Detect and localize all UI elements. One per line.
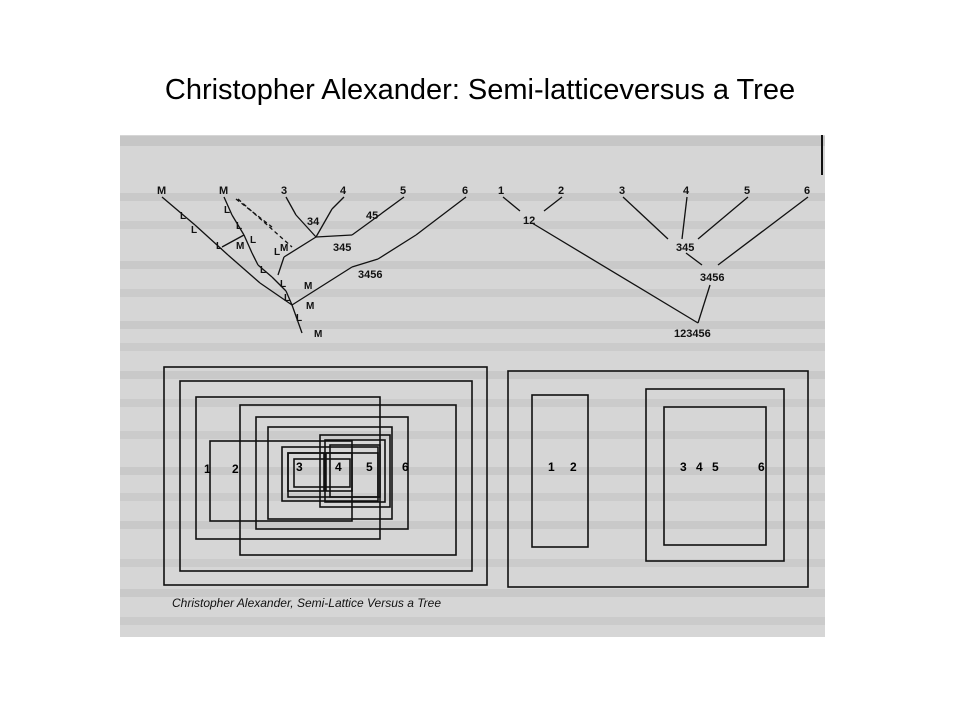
tree-top-label: 4 [683, 185, 690, 197]
slide-title: Christopher Alexander: Semi-latticeversu… [164, 74, 796, 106]
tree-box-number: 3 [680, 460, 687, 474]
chain-letter: L [180, 211, 186, 222]
tree-box-numbers: 1 2 3 4 5 6 [548, 460, 765, 474]
chain-letter: L [191, 225, 197, 236]
tree-top-label: 1 [498, 185, 504, 197]
tree-node-label: 345 [676, 242, 694, 254]
tree-node-label: 123456 [674, 328, 711, 340]
tree-node-label: 12 [523, 215, 535, 227]
tree-box-number: 5 [712, 460, 719, 474]
semilattice-top-label: 6 [462, 185, 468, 197]
chain-node-letter: M [304, 281, 312, 292]
tree-box-number: 1 [548, 460, 555, 474]
tree-top-label: 2 [558, 185, 564, 197]
semilattice-top-label: 5 [400, 185, 406, 197]
semilattice-top-label: M [219, 185, 228, 197]
tree-graph-labels: 1 2 3 4 5 6 12 345 3456 123456 [498, 185, 810, 340]
semilattice-box-number: 5 [366, 460, 373, 474]
semilattice-top-label: 3 [281, 185, 287, 197]
semilattice-box-number: 1 [204, 462, 211, 476]
semilattice-top-label: M [157, 185, 166, 197]
semilattice-box-numbers: 1 2 3 4 5 6 [204, 460, 409, 476]
chain-letter: L [284, 293, 290, 304]
chain-letter: L [224, 205, 230, 216]
tree-box-number: 4 [696, 460, 703, 474]
semilattice-box-number: 6 [402, 460, 409, 474]
tree-box-number: 2 [570, 460, 577, 474]
semilattice-node-label: 45 [366, 210, 378, 222]
chain-node-letter: M [306, 301, 314, 312]
figure-caption: Christopher Alexander, Semi-Lattice Vers… [172, 596, 441, 610]
chain-node-letter: M [236, 241, 244, 252]
chain-letter: L [216, 241, 222, 252]
semilattice-vs-tree-diagram: M M 3 4 5 6 34 45 345 3456 L L L L L L L… [120, 135, 825, 637]
semilattice-top-label: 4 [340, 185, 347, 197]
tree-boxes [507, 370, 809, 588]
chain-node-letter: M [314, 329, 322, 340]
semilattice-node-label: 345 [333, 242, 351, 254]
chain-letter: L [250, 235, 256, 246]
chain-letter: L [274, 247, 280, 258]
semilattice-graph-lines [161, 196, 467, 334]
tree-node-label: 3456 [700, 272, 724, 284]
tree-graph-lines [502, 196, 809, 324]
chain-letter: L [236, 221, 242, 232]
tree-top-label: 3 [619, 185, 625, 197]
tree-box-number: 6 [758, 460, 765, 474]
scanned-figure: M M 3 4 5 6 34 45 345 3456 L L L L L L L… [120, 135, 825, 637]
semilattice-box-number: 3 [296, 460, 303, 474]
semilattice-box-number: 2 [232, 462, 239, 476]
semilattice-node-label: 34 [307, 216, 320, 228]
semilattice-boxes [163, 366, 488, 586]
semilattice-box-number: 4 [335, 460, 342, 474]
chain-node-letter: M [280, 243, 288, 254]
chain-letter: L [280, 279, 286, 290]
tree-top-label: 6 [804, 185, 810, 197]
chain-letter: L [296, 313, 302, 324]
tree-top-label: 5 [744, 185, 750, 197]
semilattice-graph-labels: M M 3 4 5 6 34 45 345 3456 L L L L L L L… [157, 185, 468, 340]
semilattice-node-label: 3456 [358, 269, 382, 281]
chain-letter: L [260, 265, 266, 276]
